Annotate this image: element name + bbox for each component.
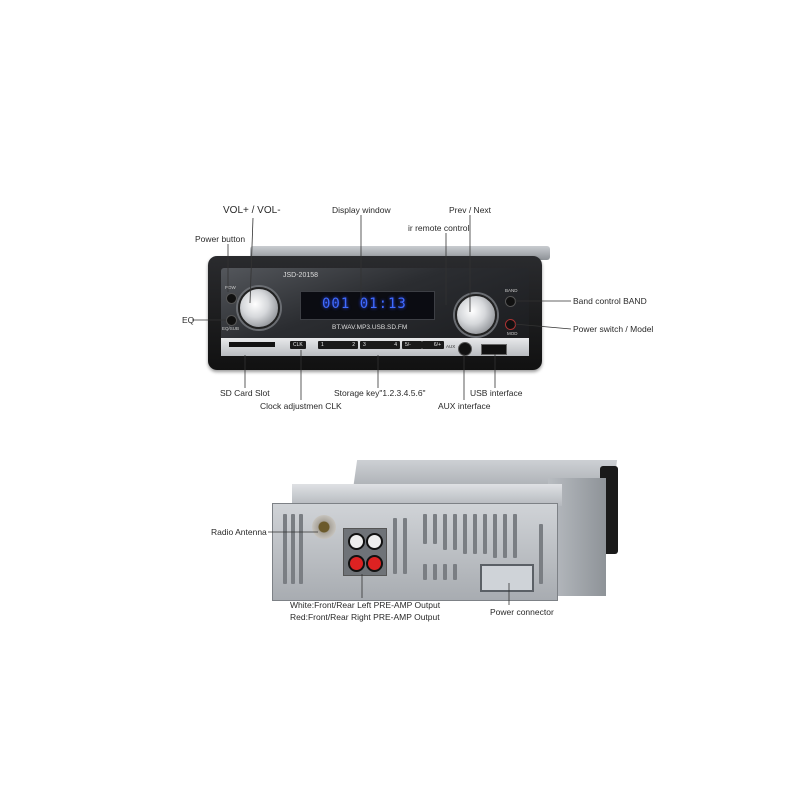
callout-power-connector: Power connector — [490, 607, 554, 617]
key-2[interactable]: 2 — [340, 341, 358, 349]
volume-knob[interactable] — [238, 287, 280, 329]
power-button[interactable] — [226, 293, 237, 304]
callout-power-button: Power button — [195, 234, 246, 244]
band-label: BAND — [505, 288, 518, 293]
aux-jack[interactable] — [458, 342, 472, 356]
mod-label: MOD — [507, 331, 518, 336]
display-readout: 001 01:13 — [322, 296, 407, 312]
rca-white-left — [348, 533, 365, 550]
power-connector — [480, 564, 534, 592]
prev-next-knob[interactable] — [455, 294, 497, 336]
formats-text: BT.WAV.MP3.USB.SD.FM — [332, 324, 408, 331]
eq-label: EQ/SUB — [222, 326, 240, 331]
key-5[interactable]: 5/- — [402, 341, 422, 349]
callout-eq: EQ — [182, 315, 195, 325]
rca-red-left — [348, 555, 365, 572]
key-3[interactable]: 3 — [360, 341, 380, 349]
model-number: JSD-20158 — [283, 272, 319, 279]
clk-button[interactable]: CLK — [290, 341, 306, 349]
rca-red-right — [366, 555, 383, 572]
callout-usb: USB interface — [470, 388, 523, 398]
callout-preamp-white: White:Front/Rear Left PRE-AMP Output — [290, 600, 441, 610]
callout-aux: AUX interface — [438, 401, 491, 411]
key-6[interactable]: 6/+ — [422, 341, 444, 349]
callout-band: Band control BAND — [573, 296, 647, 306]
aux-label: AUX — [446, 344, 456, 349]
callout-sd: SD Card Slot — [220, 388, 270, 398]
pow-label: POW — [225, 285, 236, 290]
callout-clk: Clock adjustmen CLK — [260, 401, 342, 411]
preamp-output-block — [343, 528, 387, 576]
key-1[interactable]: 1 — [318, 341, 344, 349]
callout-vol: VOL+ / VOL- — [223, 205, 281, 216]
callout-storage: Storage key"1.2.3.4.5.6" — [334, 388, 426, 398]
callout-preamp-red: Red:Front/Rear Right PRE-AMP Output — [290, 612, 440, 622]
usb-port[interactable] — [481, 344, 507, 355]
eq-button[interactable] — [226, 315, 237, 326]
callout-display: Display window — [332, 205, 391, 215]
key-4[interactable]: 4 — [378, 341, 400, 349]
band-button[interactable] — [505, 296, 516, 307]
sd-card-slot[interactable] — [229, 342, 275, 347]
display-window — [300, 291, 435, 320]
rca-white-right — [366, 533, 383, 550]
radio-antenna-socket — [312, 515, 336, 539]
callout-power-switch: Power switch / Model — [573, 324, 654, 334]
rear-lid — [292, 484, 562, 506]
callout-ir: ir remote control — [408, 223, 470, 233]
callout-antenna: Radio Antenna — [211, 527, 267, 537]
callout-prev-next: Prev / Next — [449, 205, 492, 215]
